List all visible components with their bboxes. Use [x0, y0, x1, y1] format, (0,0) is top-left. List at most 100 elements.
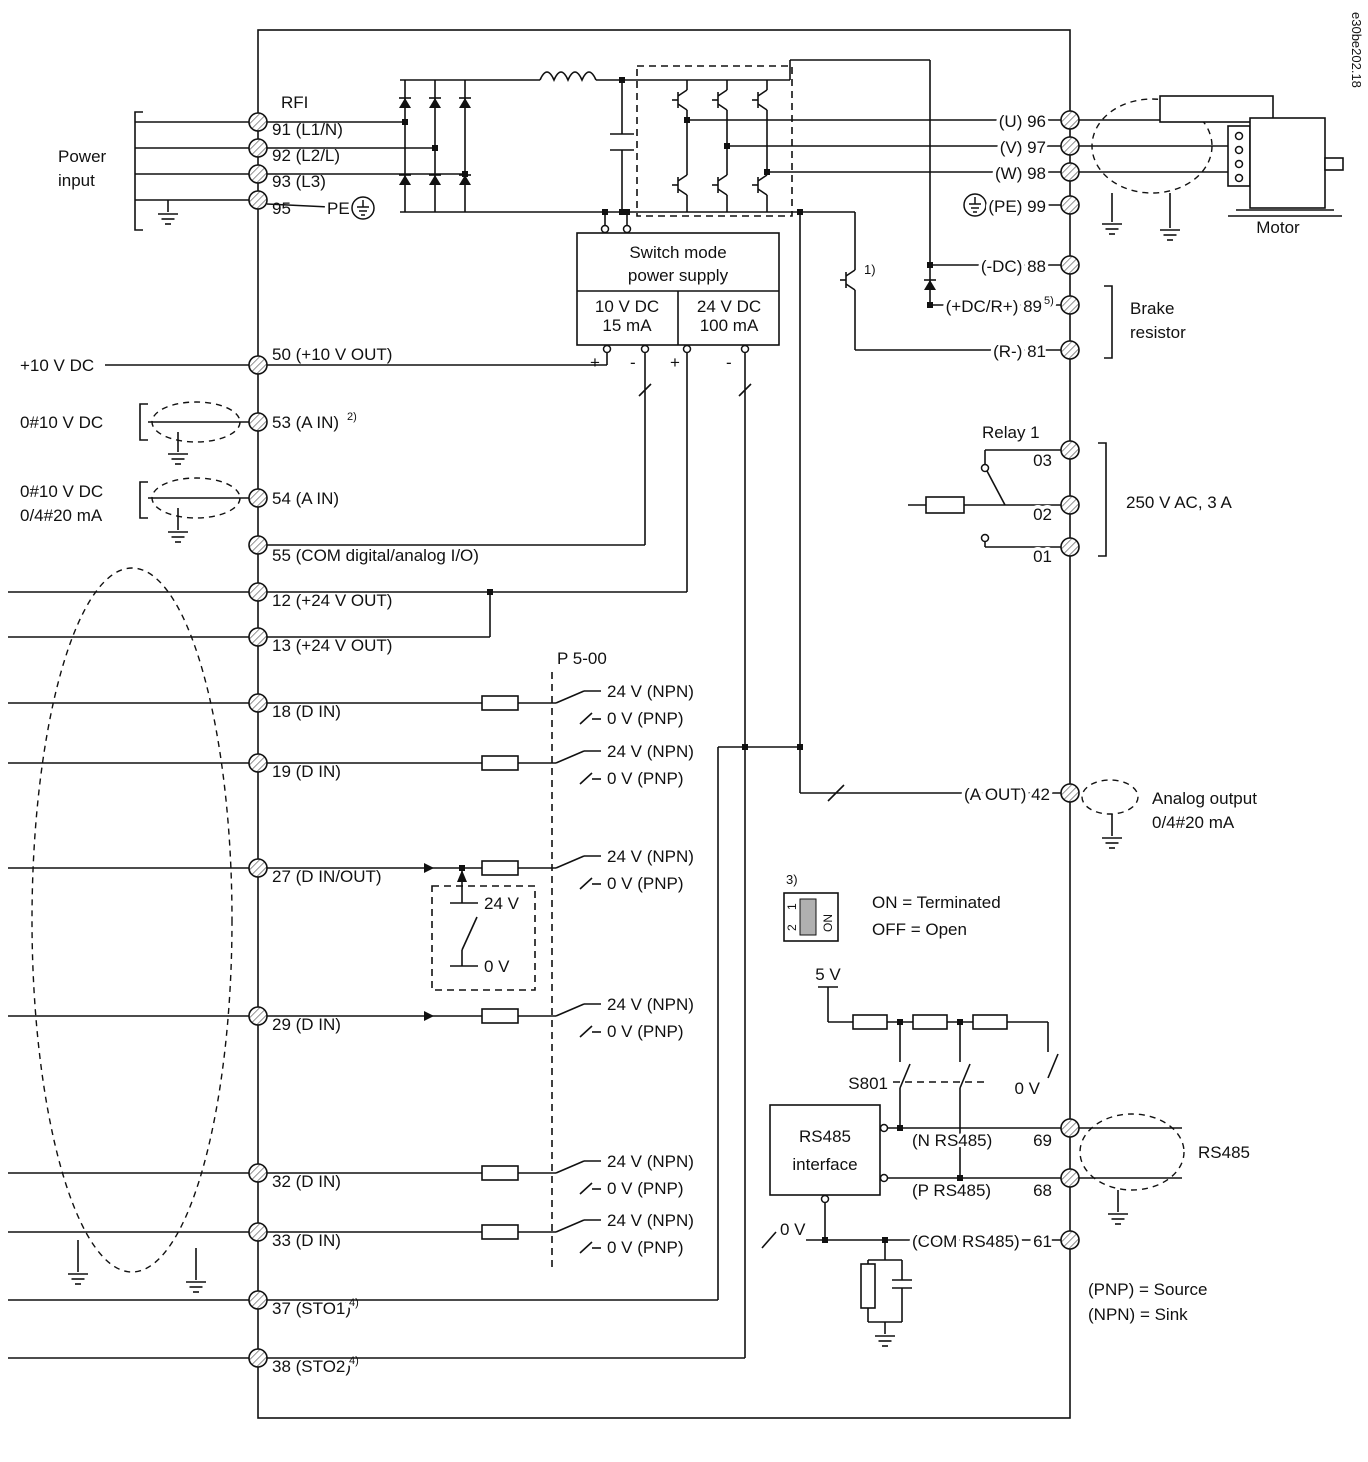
ext-54-label-2: 0/4#20 mA [20, 506, 103, 525]
igbt-icon [671, 83, 688, 117]
ground-icon [157, 213, 179, 225]
terminal-37-label: 37 (STO1) [272, 1299, 351, 1318]
motor-label: Motor [1256, 218, 1300, 237]
digital-input-19: 19 (D IN) 24 V (NPN) 0 V (PNP) [8, 742, 694, 788]
terminal-13 [248, 627, 268, 647]
terminal-99 [1060, 195, 1080, 215]
cable-shield-54 [151, 477, 241, 519]
digital-input-32: 32 (D IN) 24 V (NPN) 0 V (PNP) [8, 1152, 694, 1198]
dc-link [539, 71, 790, 215]
terminal-38 [248, 1348, 268, 1368]
terminal-29-label: 29 (D IN) [272, 1015, 341, 1034]
motor-symbol [1159, 95, 1344, 217]
terminal-33 [248, 1222, 268, 1242]
digital-input-33: 33 (D IN) 24 V (NPN) 0 V (PNP) [8, 1211, 694, 1257]
relay-rating-label: 250 V AC, 3 A [1126, 493, 1233, 512]
brake-resistor-label-2: resistor [1130, 323, 1186, 342]
terminal-32 [248, 1163, 268, 1183]
terminal-13-label: 13 (+24 V OUT) [272, 636, 392, 655]
dip-on-label: ON [821, 914, 835, 932]
terminal-96-label: (U) 96 [999, 112, 1046, 131]
termination-off-label: OFF = Open [872, 920, 967, 939]
pnp-label: 0 V (PNP) [607, 1022, 684, 1041]
note-3: 3) [786, 872, 798, 887]
supply-output-section: 12 (+24 V OUT) 13 (+24 V OUT) [8, 353, 688, 659]
digital-input-29: 29 (D IN) 24 V (NPN) 0 V (PNP) [8, 995, 694, 1041]
analog-output-section: (A OUT) 42 Analog output 0/4#20 mA [797, 209, 1257, 849]
smps-10v-current: 15 mA [602, 316, 652, 335]
terminal-42-label: (A OUT) 42 [964, 785, 1050, 804]
5v-label: 5 V [815, 965, 841, 984]
0v-pullup-label: 0 V [1014, 1079, 1040, 1098]
cable-shield-42 [1081, 779, 1139, 815]
relay-title: Relay 1 [982, 423, 1040, 442]
pe-label: PE [327, 199, 350, 218]
terminal-69 [1060, 1118, 1080, 1138]
terminal-81 [1060, 340, 1080, 360]
cable-shield-53 [151, 401, 241, 443]
terminal-98 [1060, 162, 1080, 182]
termination-switch: 3) 1 2 ON ON = Terminated OFF = Open [783, 872, 1001, 942]
terminal-61 [1060, 1230, 1080, 1250]
terminal-61-label: 61 [1033, 1232, 1052, 1251]
pe-icon [963, 193, 987, 217]
smps-minus-24: - [726, 353, 732, 372]
terminal-93-label: 93 (L3) [272, 172, 326, 191]
terminal-54-label: 54 (A IN) [272, 489, 339, 508]
s801-label: S801 [848, 1074, 888, 1093]
terminal-95 [248, 190, 268, 210]
termination-on-label: ON = Terminated [872, 893, 1001, 912]
terminal-50-label: 50 (+10 V OUT) [272, 345, 392, 364]
terminal-81-label: (R-) 81 [993, 342, 1046, 361]
terminal-18-label: 18 (D IN) [272, 702, 341, 721]
npn-label: 24 V (NPN) [607, 995, 694, 1014]
smps-plus-24: + [670, 353, 680, 372]
brake-igbt-icon [839, 263, 856, 297]
relay-02-label: 02 [1033, 505, 1052, 524]
diode-icon [428, 174, 442, 186]
npn-sink-label: (NPN) = Sink [1088, 1305, 1188, 1324]
terminal-37 [248, 1290, 268, 1310]
pnp-label: 0 V (PNP) [607, 1179, 684, 1198]
smps-10v-label: 10 V DC [595, 297, 659, 316]
relay-section: Relay 1 03 02 01 250 V AC, 3 A [908, 423, 1233, 570]
rfi-label: RFI [281, 93, 308, 112]
power-input-section: Power input RFI 91 (L1/N) 92 (L2/L) 93 (… [58, 90, 375, 231]
terminal-03 [1060, 440, 1080, 460]
ext-53-label: 0#10 V DC [20, 413, 103, 432]
terminal-89-sup: 5) [1044, 295, 1054, 307]
npn-label: 24 V (NPN) [607, 847, 694, 866]
legend: (PNP) = Source (NPN) = Sink [1088, 1280, 1208, 1324]
ground-icon [167, 453, 189, 465]
smps-24v-current: 100 mA [700, 316, 759, 335]
smps-section: Switch mode power supply 10 V DC 15 mA 2… [576, 209, 780, 372]
inverter [636, 65, 793, 217]
ground-icon [67, 1273, 89, 1285]
brake-resistor-label: Brake [1130, 299, 1174, 318]
terminal-68-label: 68 [1033, 1181, 1052, 1200]
terminal-38-sup: 4) [349, 1355, 359, 1367]
pnp-label: 0 V (PNP) [607, 769, 684, 788]
terminal-95-label: 95 [272, 199, 291, 218]
terminal-18 [248, 693, 268, 713]
analog-output-label: Analog output [1152, 789, 1257, 808]
power-input-label: Power [58, 147, 107, 166]
terminal-53 [248, 412, 268, 432]
terminal-50 [248, 355, 268, 375]
ground-icon [1159, 229, 1181, 241]
dip-2-label: 2 [785, 924, 799, 931]
motor-output-section: (U) 96 (V) 97 (W) 98 (PE) 99 Motor [684, 95, 1344, 241]
terminal-12-label: 12 (+24 V OUT) [272, 591, 392, 610]
rs485-cable-label: RS485 [1198, 1143, 1250, 1162]
terminal-02 [1060, 495, 1080, 515]
com-rs485-label: (COM RS485) [912, 1232, 1020, 1251]
smps-24v-label: 24 V DC [697, 297, 761, 316]
diode-icon [398, 174, 412, 186]
terminal-97-label: (V) 97 [1000, 138, 1046, 157]
terminal-99-label: (PE) 99 [988, 197, 1046, 216]
ground-icon [1107, 1213, 1129, 1225]
motor-cable-shield [1091, 98, 1213, 194]
terminal-32-label: 32 (D IN) [272, 1172, 341, 1191]
